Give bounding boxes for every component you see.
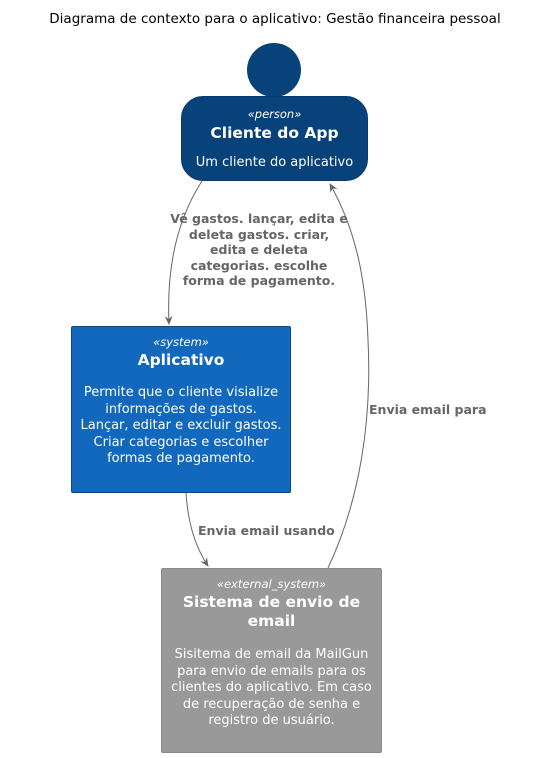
external-system-node[interactable]: «external_system» Sistema de envio de em… xyxy=(161,568,382,753)
person-name: Cliente do App xyxy=(210,124,339,142)
edge-label-external-to-person: Envia email para xyxy=(369,402,487,417)
external-system-stereotype: «external_system» xyxy=(216,577,327,591)
edge-label-system-to-external: Envia email usando xyxy=(198,523,335,538)
edge-person-to-system xyxy=(164,180,203,325)
edge-system-to-external xyxy=(185,492,209,567)
external-system-name: Sistema de envio de email xyxy=(182,593,361,630)
system-node[interactable]: «system» Aplicativo Permite que o client… xyxy=(71,326,291,493)
person-stereotype: «person» xyxy=(247,107,302,121)
system-description: Permite que o cliente visialize informaç… xyxy=(80,385,282,466)
system-name: Aplicativo xyxy=(137,351,225,369)
edge-external-to-person xyxy=(327,183,370,569)
system-stereotype: «system» xyxy=(153,335,209,349)
person-node[interactable]: «person» Cliente do App Um cliente do ap… xyxy=(181,96,368,181)
external-system-description: Sisitema de email da MailGun para envio … xyxy=(171,647,372,728)
diagram-title: Diagrama de contexto para o aplicativo: … xyxy=(49,11,501,27)
person-head-icon xyxy=(247,43,301,97)
person-description: Um cliente do aplicativo xyxy=(195,155,354,170)
edge-label-person-to-system: Vê gastos. lançar, edita e deleta gastos… xyxy=(170,211,348,288)
